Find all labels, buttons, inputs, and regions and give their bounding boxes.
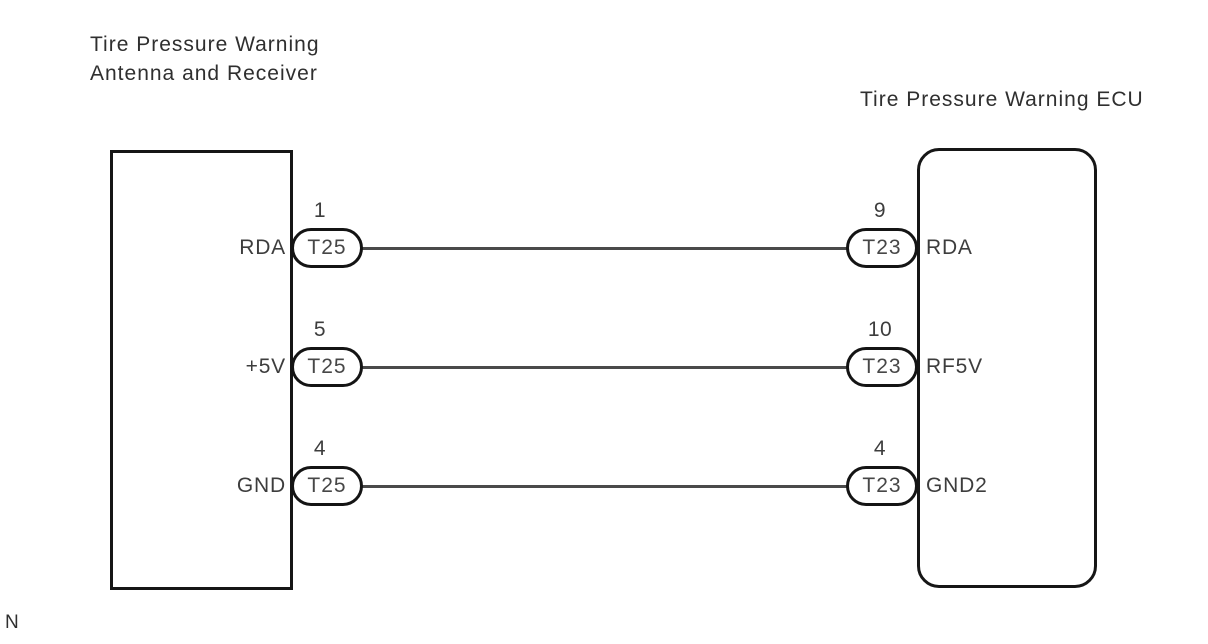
ecu-box: [917, 148, 1097, 588]
right-component-title: Tire Pressure Warning ECU: [860, 88, 1144, 111]
left-pin-label: RDA: [239, 236, 286, 259]
wire: [360, 485, 849, 488]
right-pin-label: GND2: [926, 474, 988, 497]
right-pin-number: 9: [873, 199, 887, 222]
right-connector-oval: T23: [846, 228, 918, 268]
left-connector-oval: T25: [291, 347, 363, 387]
left-component-title: Tire Pressure Warning Antenna and Receiv…: [90, 30, 320, 88]
right-pin-number: 10: [867, 318, 893, 341]
wire: [360, 366, 849, 369]
right-pin-label: RDA: [926, 236, 973, 259]
left-component-title-line2: Antenna and Receiver: [90, 62, 318, 85]
right-connector-oval: T23: [846, 347, 918, 387]
left-component-title-line1: Tire Pressure Warning: [90, 33, 320, 56]
left-pin-number: 5: [313, 318, 327, 341]
footnote-n: N: [5, 612, 19, 633]
left-pin-label: +5V: [245, 355, 286, 378]
right-connector-oval: T23: [846, 466, 918, 506]
left-connector-oval: T25: [291, 228, 363, 268]
left-pin-number: 4: [313, 437, 327, 460]
left-pin-number: 1: [313, 199, 327, 222]
wire: [360, 247, 849, 250]
right-pin-number: 4: [873, 437, 887, 460]
right-pin-label: RF5V: [926, 355, 983, 378]
left-connector-oval: T25: [291, 466, 363, 506]
left-pin-label: GND: [236, 474, 286, 497]
